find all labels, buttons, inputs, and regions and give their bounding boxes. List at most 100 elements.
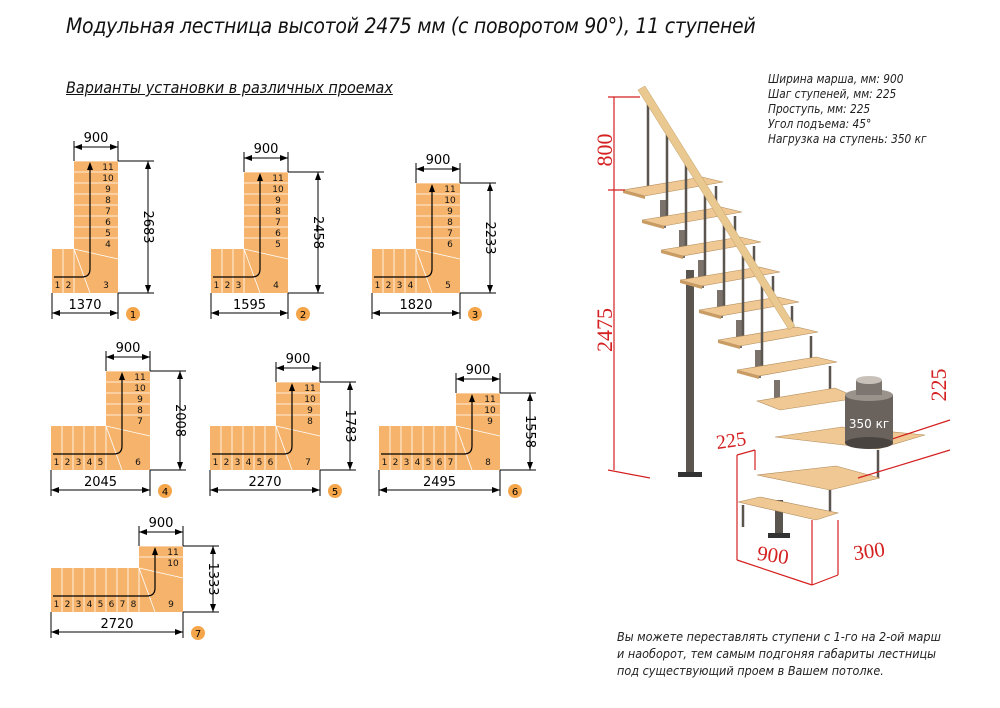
arrow-head bbox=[87, 162, 93, 170]
dimension-arrow bbox=[315, 285, 321, 293]
step-number: 2 bbox=[386, 281, 392, 291]
dimension-arrow bbox=[315, 172, 321, 180]
variant-badge bbox=[126, 307, 140, 321]
step-number: 9 bbox=[487, 417, 493, 427]
variant-number: 4 bbox=[162, 487, 168, 498]
variant-badge bbox=[296, 307, 310, 321]
step-number: 10 bbox=[167, 559, 179, 569]
walk-line-arrow bbox=[374, 186, 433, 278]
step-number: 10 bbox=[444, 196, 456, 206]
note-line: под существующий проем в Вашем потолке. bbox=[617, 663, 884, 678]
step-number: 1 bbox=[213, 458, 219, 468]
dimension-arrow bbox=[492, 487, 500, 493]
dim-rail-height: 800 bbox=[592, 134, 617, 167]
walk-line-arrow bbox=[212, 385, 293, 455]
total-width-label: 2045 bbox=[84, 475, 117, 490]
step-number: 2 bbox=[65, 458, 71, 468]
step-number: 6 bbox=[109, 600, 115, 610]
dimension-arrow bbox=[177, 462, 183, 470]
step-number: 2 bbox=[393, 458, 399, 468]
step-number: 11 bbox=[444, 185, 455, 195]
note-line: и наоборот, тем самым подгоняя габариты … bbox=[617, 646, 937, 661]
dimension-arrow bbox=[175, 529, 183, 535]
tread-edge bbox=[699, 310, 721, 319]
step-number: 8 bbox=[485, 458, 491, 468]
dimension-arrow bbox=[142, 487, 150, 493]
variant-badge bbox=[468, 307, 482, 321]
dimension-arrow bbox=[145, 161, 151, 169]
plan-bottom-run bbox=[51, 426, 150, 470]
stringer-module bbox=[679, 230, 685, 258]
base-plate bbox=[678, 472, 702, 477]
arrow-head bbox=[119, 372, 125, 380]
step-number: 4 bbox=[273, 281, 279, 291]
support-column bbox=[686, 270, 694, 475]
dimension-arrow bbox=[347, 462, 353, 470]
total-length-label: 1783 bbox=[342, 409, 357, 442]
dimension-arrow bbox=[312, 487, 320, 493]
step-number: 9 bbox=[105, 185, 111, 195]
step-number: 9 bbox=[275, 196, 281, 206]
total-length-label: 1558 bbox=[522, 415, 537, 448]
step-number: 11 bbox=[304, 384, 315, 394]
step-number: 10 bbox=[134, 384, 146, 394]
step-number: 9 bbox=[168, 600, 174, 610]
staircase-3d-model bbox=[622, 85, 926, 538]
total-length-label: 2458 bbox=[310, 216, 325, 249]
weight-label: 350 кг bbox=[849, 417, 889, 431]
step-number: 7 bbox=[137, 417, 143, 427]
arrow-head bbox=[429, 184, 435, 192]
walk-line-arrow bbox=[53, 374, 123, 455]
march-width-label: 900 bbox=[426, 153, 451, 168]
dim-riser: 225 bbox=[926, 369, 951, 402]
dimension-arrow bbox=[487, 285, 493, 293]
arrow-head bbox=[289, 383, 295, 391]
dimension-arrow bbox=[372, 310, 380, 316]
step-number: 6 bbox=[447, 240, 453, 250]
step-number: 10 bbox=[272, 185, 284, 195]
dimension-arrow bbox=[379, 487, 387, 493]
stringer-module bbox=[774, 380, 780, 408]
dimension-arrow bbox=[312, 365, 320, 371]
step-number: 6 bbox=[437, 458, 443, 468]
step-number: 5 bbox=[98, 458, 104, 468]
step-number: 3 bbox=[235, 458, 241, 468]
variants-heading: Варианты установки в различных проемах bbox=[66, 78, 393, 97]
total-length-label: 2233 bbox=[482, 221, 497, 254]
dimension-arrow bbox=[452, 310, 460, 316]
total-width-label: 1370 bbox=[68, 298, 101, 313]
tread bbox=[737, 496, 840, 521]
step-number: 7 bbox=[447, 229, 453, 239]
step-number: 8 bbox=[447, 218, 453, 228]
step-number: 3 bbox=[236, 281, 242, 291]
dimension-arrow bbox=[210, 604, 216, 612]
step-number: 10 bbox=[102, 174, 114, 184]
dimension-arrow bbox=[347, 382, 353, 390]
variant-number: 3 bbox=[472, 310, 478, 321]
variant-number: 2 bbox=[300, 310, 306, 321]
step-number: 2 bbox=[65, 600, 71, 610]
total-length-label: 2683 bbox=[140, 210, 155, 243]
step-number: 1 bbox=[55, 281, 61, 291]
step-number: 9 bbox=[447, 207, 453, 217]
step-number: 7 bbox=[448, 458, 454, 468]
step-number: 8 bbox=[307, 417, 313, 427]
base-plate bbox=[768, 533, 790, 538]
walk-line-arrow bbox=[381, 396, 473, 455]
dimension-arrow bbox=[110, 310, 118, 316]
step-number: 4 bbox=[87, 458, 93, 468]
variant-number: 6 bbox=[512, 487, 518, 498]
march-width-label: 900 bbox=[84, 131, 109, 146]
march-width-label: 900 bbox=[466, 363, 491, 378]
plan-upper-run bbox=[456, 393, 500, 426]
step-number: 3 bbox=[397, 281, 403, 291]
tread-edge bbox=[623, 190, 645, 199]
dimension-arrow bbox=[210, 546, 216, 554]
variant-number: 1 bbox=[130, 310, 136, 321]
